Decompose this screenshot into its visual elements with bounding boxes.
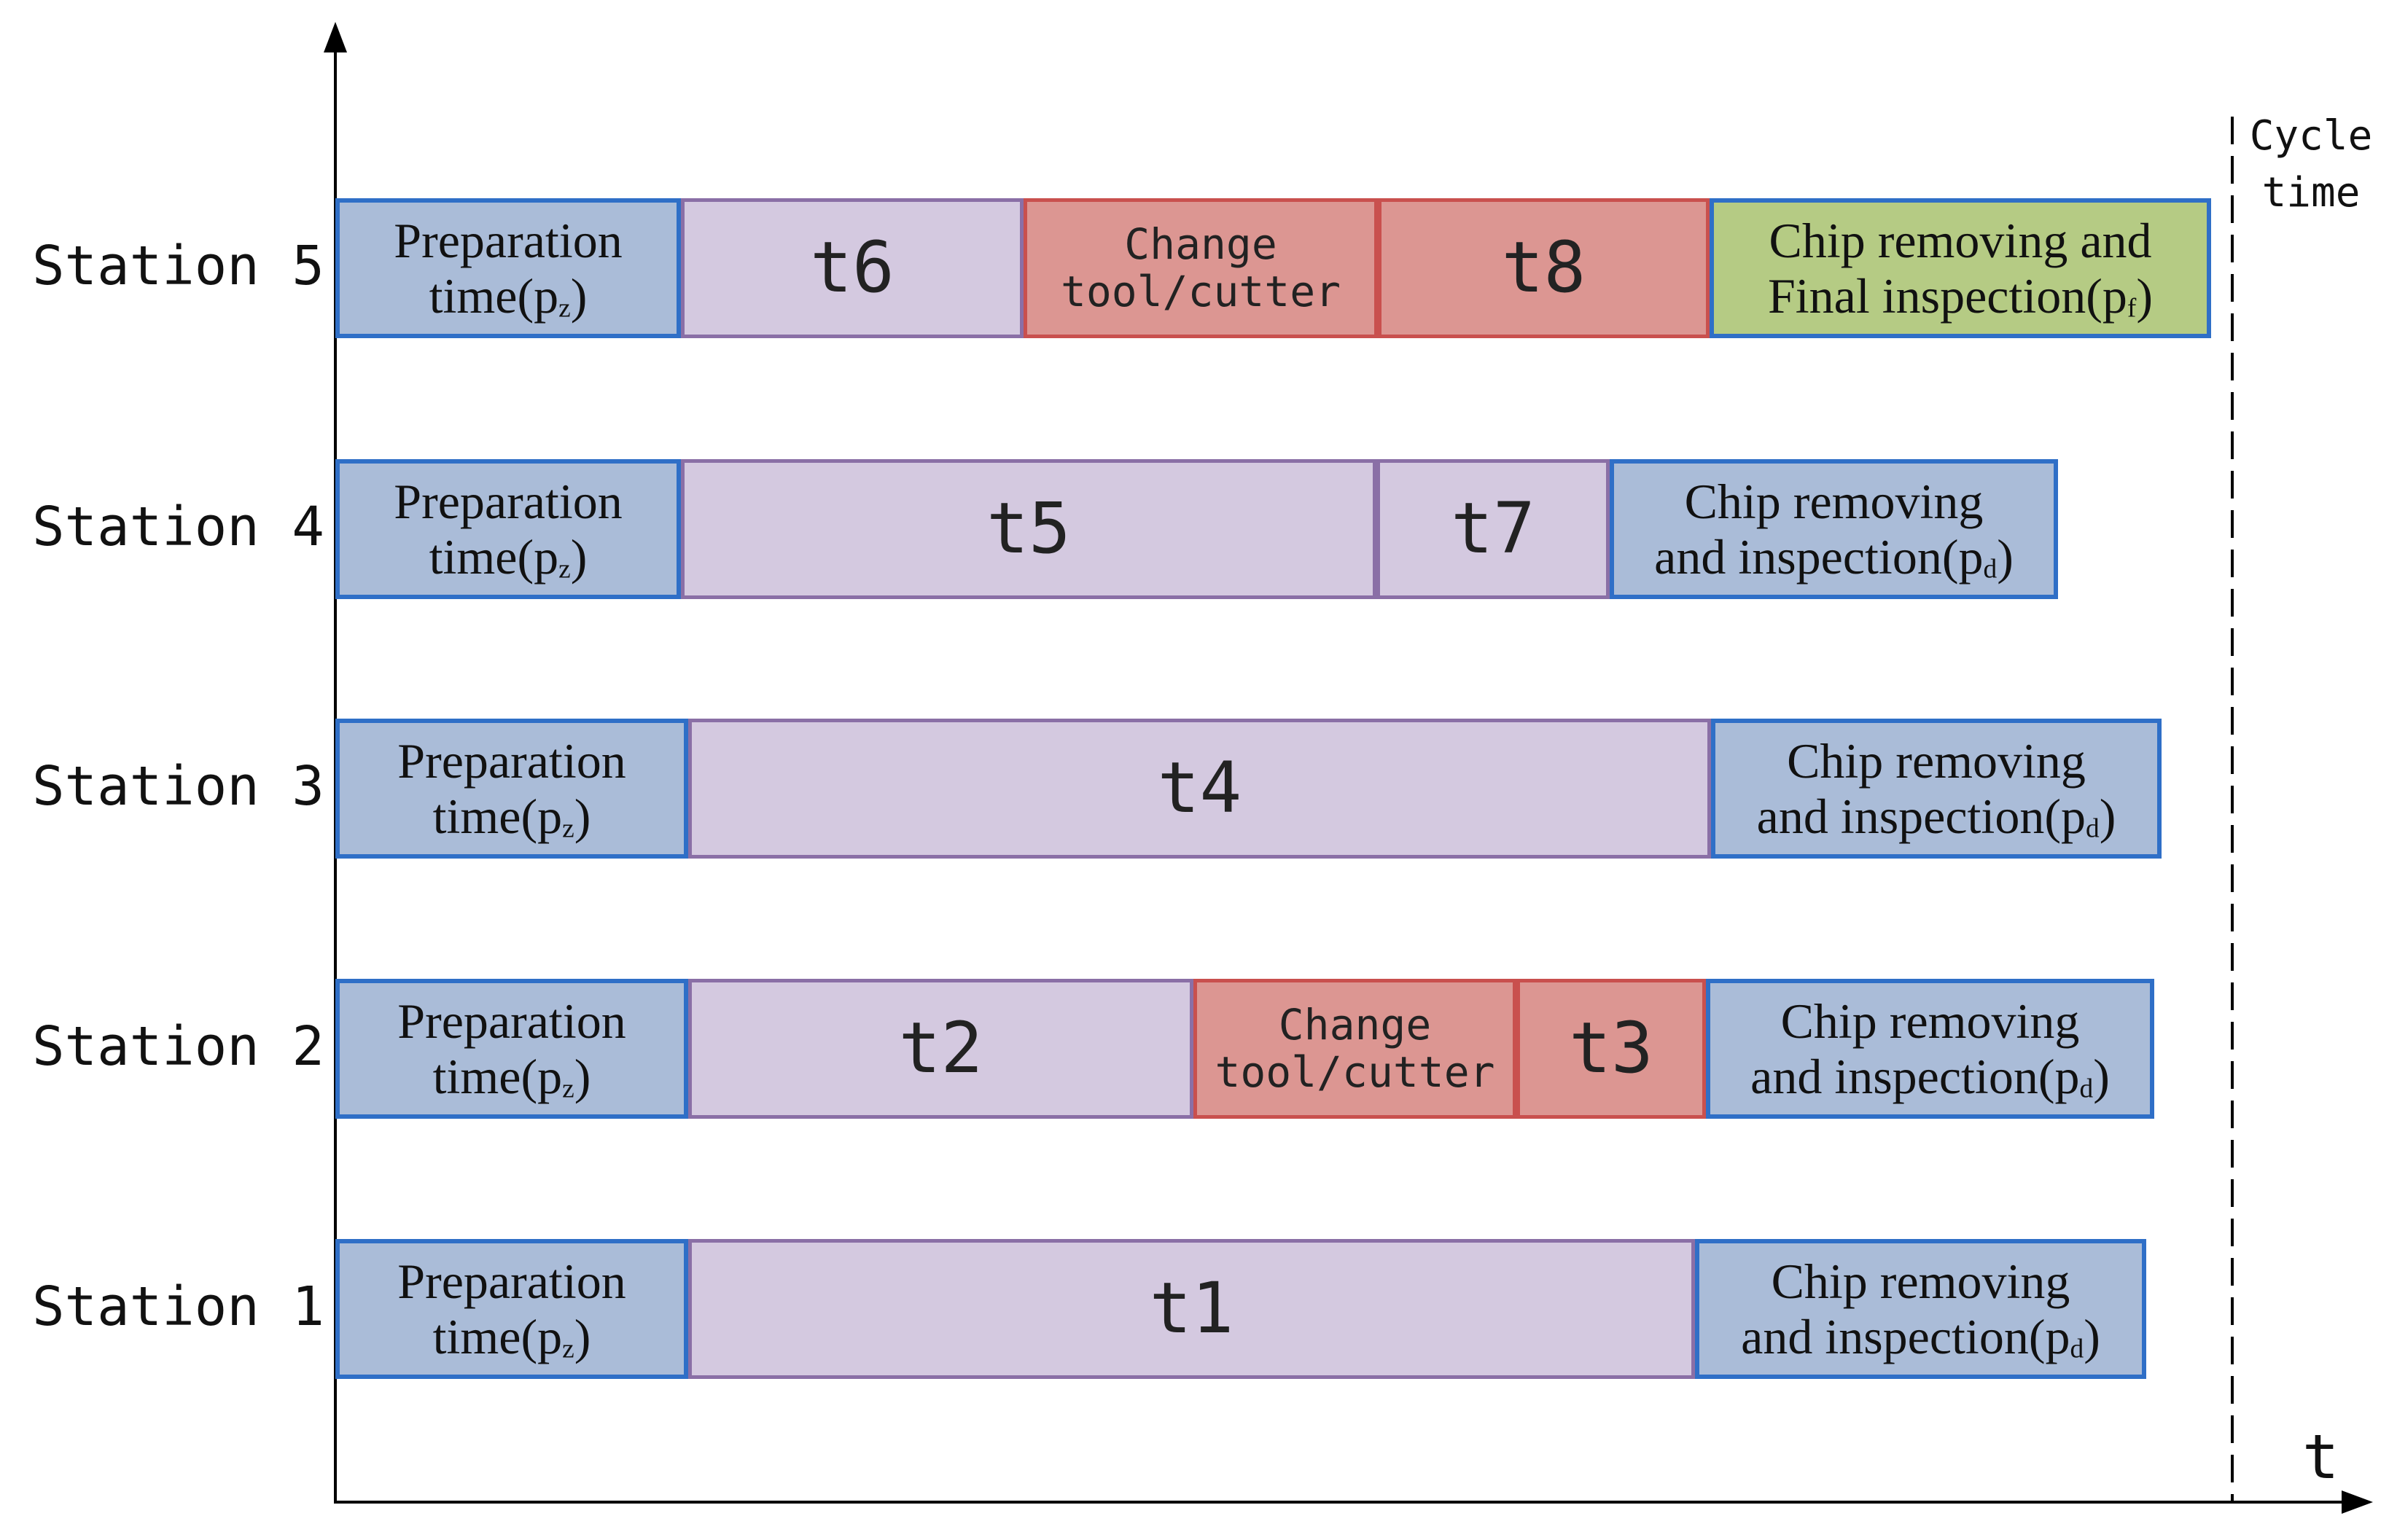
station-label-1: Station 1 [32, 1275, 324, 1338]
station-2-segment-4-change: t3 [1516, 979, 1706, 1119]
segment-label-line: Chip removing [1684, 473, 1984, 529]
segment-label-line: tool/cutter [1215, 1047, 1495, 1097]
segment-label-line: tool/cutter [1060, 267, 1341, 316]
segment-label-line: t2 [898, 1007, 983, 1090]
station-2-segment-2-process: t2 [688, 979, 1193, 1119]
segment-label-line: Change [1124, 219, 1277, 270]
segment-label-line: Preparation [394, 473, 623, 529]
segment-label-line: Preparation [397, 732, 626, 789]
segment-label-line: time(pz) [432, 1048, 591, 1104]
segment-label-line: and inspection(pd) [1756, 788, 2116, 844]
segment-label-line: time(pz) [429, 267, 588, 324]
station-4-segment-3-process: t7 [1376, 459, 1610, 599]
segment-label-line: time(pz) [432, 788, 591, 844]
segment-label-line: t1 [1149, 1267, 1234, 1350]
segment-label-line: t8 [1501, 227, 1586, 309]
station-label-4: Station 4 [32, 496, 324, 558]
cycle-time-label: Cycle time [2238, 108, 2384, 222]
segment-label-line: Chip removing [1771, 1253, 2070, 1309]
segment-label-line: and inspection(pd) [1654, 528, 2014, 585]
station-label-3: Station 3 [32, 755, 324, 818]
segment-label-line: Chip removing [1780, 993, 2080, 1049]
station-4-segment-2-process: t5 [681, 459, 1376, 599]
segment-label-line: and inspection(pd) [1750, 1048, 2110, 1104]
segment-label-line: t3 [1569, 1007, 1653, 1090]
segment-label-line: t4 [1157, 747, 1242, 829]
segment-label-line: Preparation [397, 993, 626, 1049]
cycle-time-label-line1: Cycle [2249, 112, 2373, 160]
station-3-segment-2-process: t4 [688, 719, 1711, 859]
y-axis-arrow-icon [324, 22, 347, 52]
station-5-segment-4-change: t8 [1378, 198, 1710, 338]
segment-label-line: Preparation [394, 212, 623, 268]
segment-label-line: Chip removing [1787, 732, 2086, 789]
segment-label-line: Chip removing and [1769, 212, 2152, 268]
segment-label-line: Final inspection(pf) [1767, 267, 2154, 324]
segment-label-line: time(pz) [432, 1308, 591, 1364]
station-5-segment-2-process: t6 [681, 198, 1024, 338]
x-axis-arrow-icon [2342, 1490, 2373, 1514]
segment-label-line: and inspection(pd) [1741, 1308, 2100, 1364]
segment-label-line: t5 [986, 488, 1071, 570]
x-axis-label: t [2302, 1421, 2339, 1493]
segment-label-line: Change [1278, 1000, 1432, 1050]
segment-label-line: t7 [1451, 488, 1535, 570]
station-label-2: Station 2 [32, 1015, 324, 1078]
segment-label-line: time(pz) [429, 528, 588, 585]
cycle-time-label-line2: time [2261, 169, 2361, 217]
station-1-segment-2-process: t1 [688, 1239, 1695, 1379]
segment-label-line: t6 [810, 227, 895, 309]
station-label-5: Station 5 [32, 235, 324, 297]
segment-label-line: Preparation [397, 1253, 626, 1309]
